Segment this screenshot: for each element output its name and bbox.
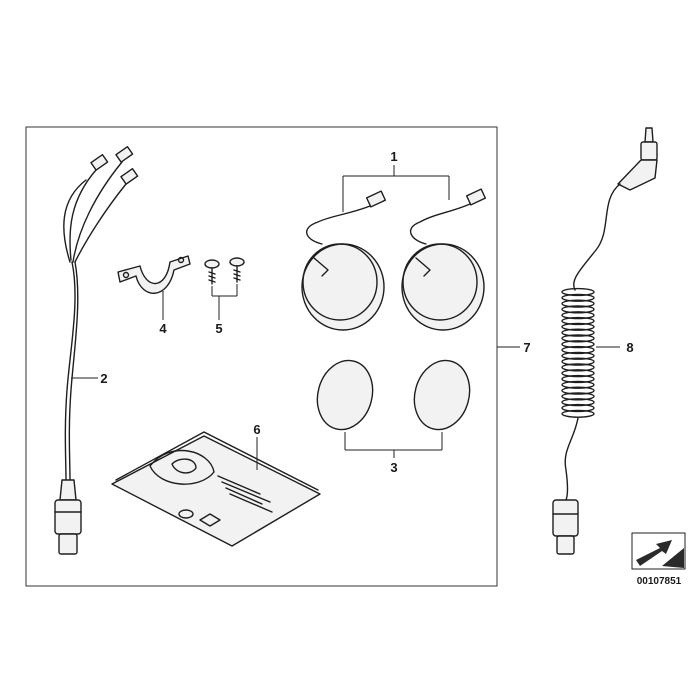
pad-right-part-3: [413, 359, 471, 431]
coil-loop: [561, 351, 595, 360]
group-frame: [25, 126, 498, 587]
coil-loop: [561, 299, 595, 308]
coil-loop: [561, 392, 595, 401]
document-arrow-icon: [631, 532, 686, 570]
leader-lines: [71, 165, 620, 470]
callout-8: 8: [626, 340, 633, 355]
coil-loop: [561, 409, 595, 418]
coil-loop: [561, 369, 595, 378]
callout-6: 6: [253, 422, 260, 437]
wiring-harness-part-2: [54, 146, 139, 555]
callout-7: 7: [523, 340, 530, 355]
coil-loop: [561, 311, 595, 320]
callout-2: 2: [100, 371, 107, 386]
screws-part-5: [204, 257, 245, 285]
coil-loop: [561, 374, 595, 384]
coil-loop: [561, 322, 595, 331]
coiled-cable-part-8: [552, 127, 658, 555]
speaker-left-part-1: [301, 190, 387, 331]
coil-loop: [561, 334, 595, 343]
coil-loop: [561, 380, 595, 389]
callout-1: 1: [390, 149, 397, 164]
instruction-sheet-part-6: [111, 431, 321, 547]
coil-loop: [561, 357, 595, 366]
coil-loop: [561, 340, 595, 349]
coil-loop: [561, 403, 595, 413]
coil-loop: [561, 345, 595, 355]
coil-loop: [561, 287, 595, 297]
holder-clamp-part-4: [117, 255, 191, 294]
callout-3: 3: [390, 460, 397, 475]
coil-loop: [561, 363, 595, 372]
coil-loop: [561, 398, 595, 407]
coil-loop: [561, 305, 595, 314]
document-number: 00107851: [637, 576, 682, 587]
coil-loop: [561, 386, 595, 395]
coil-loop: [561, 328, 595, 337]
callout-4: 4: [159, 321, 167, 336]
callout-5: 5: [215, 321, 222, 336]
pad-left-part-3: [316, 359, 374, 431]
coil-loop: [561, 293, 595, 302]
coil-loop: [561, 316, 595, 326]
speaker-right-part-1: [401, 188, 487, 331]
